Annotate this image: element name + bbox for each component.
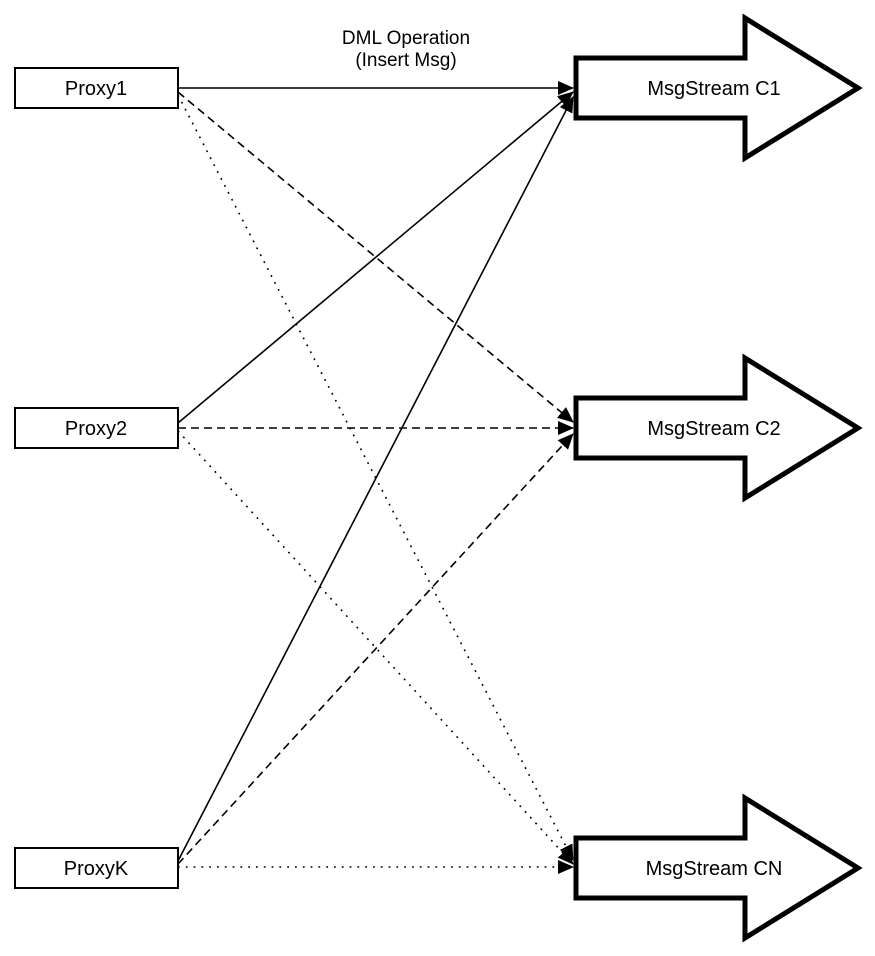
- node-proxy2: Proxy2: [14, 407, 179, 449]
- node-proxy1: Proxy1: [14, 67, 179, 109]
- node-rect-proxy2: [14, 407, 179, 449]
- annotation-line2: (Insert Msg): [355, 50, 456, 71]
- edge-proxy2-c1: [177, 91, 574, 424]
- edge-proxyk-c1: [177, 96, 574, 862]
- stream-label-cn: MsgStream CN: [646, 858, 783, 880]
- edge-annotation: DML Operation (Insert Msg): [342, 28, 470, 71]
- stream-shape-cn: [573, 793, 863, 943]
- annotation-line1: DML Operation: [342, 28, 470, 49]
- stream-label-c2: MsgStream C2: [647, 418, 780, 440]
- node-label-proxy2: Proxy2: [65, 418, 127, 440]
- node-proxyk: ProxyK: [14, 847, 179, 889]
- edges-dashed: [177, 91, 574, 865]
- edge-proxy1-c2: [177, 91, 574, 423]
- edge-proxyk-c2: [177, 433, 574, 865]
- edges-solid: [177, 81, 574, 862]
- node-label-proxy1: Proxy1: [65, 78, 127, 100]
- edges-dotted: [177, 94, 574, 874]
- edge-proxy1-cn: [177, 94, 574, 861]
- edge-proxy2-cn: [177, 430, 574, 865]
- stream-labels: MsgStream C1 MsgStream C2 MsgStream CN: [646, 78, 783, 880]
- stream-shape-c1: [573, 13, 863, 163]
- stream-group: [573, 13, 863, 943]
- node-label-proxyk: ProxyK: [64, 858, 129, 880]
- stream-shape-c2: [573, 353, 863, 503]
- node-rect-proxyk: [14, 847, 179, 889]
- node-rect-proxy1: [14, 67, 179, 109]
- stream-label-c1: MsgStream C1: [647, 78, 780, 100]
